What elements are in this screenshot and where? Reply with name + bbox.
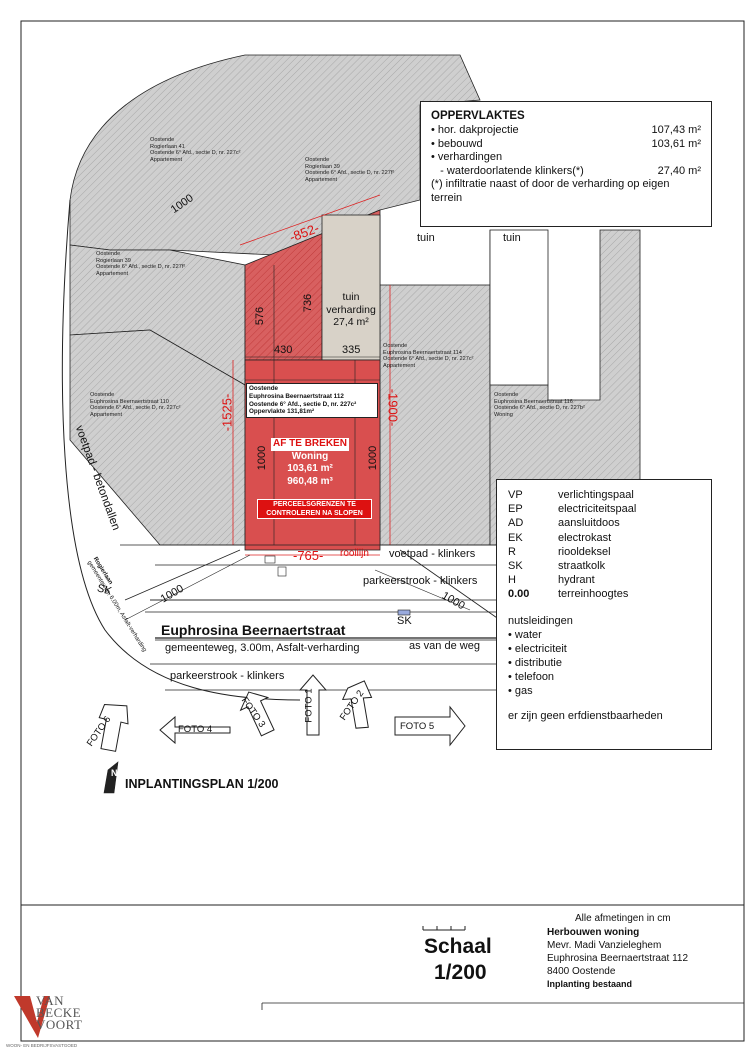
dim-1000-left: 1000 — [256, 445, 269, 471]
utility-item: • telefoon — [508, 670, 555, 683]
sheet-frame — [20, 20, 745, 1042]
demolish-label: AF TE BREKEN Woning 103,61 m² 960,48 m³ — [271, 438, 349, 487]
arrow-foto-5 — [394, 705, 466, 747]
utility-item: • gas — [508, 684, 533, 697]
dim-765: -765- — [293, 548, 324, 563]
foto-4-label: FOTO 4 — [178, 724, 213, 735]
scale-value: 1/200 — [434, 961, 487, 984]
area-row: - waterdoorlatende klinkers(*)27,40 m² — [431, 164, 701, 177]
marker-ek — [277, 566, 287, 577]
parcel-beernaertstraat-114 — [379, 284, 491, 546]
arrow-foto-1 — [298, 674, 328, 736]
dim-430: 430 — [274, 344, 293, 356]
easement-note: er zijn geen erfdienstbaarheden — [508, 709, 663, 722]
arrow-foto-6 — [98, 703, 129, 752]
plan-title: INPLANTINGSPLAN 1/200 — [125, 777, 279, 791]
areas-note: (*) infiltratie naast of door de verhard… — [431, 178, 670, 204]
driveway-label: tuin verharding 27,4 m² — [326, 291, 376, 328]
foto-1-label: FOTO 1 — [303, 688, 315, 723]
driveway-area — [321, 214, 381, 361]
tuin-label-1: tuin — [417, 232, 435, 244]
dim-1000-right: 1000 — [367, 445, 380, 471]
marker-ad — [264, 555, 276, 564]
street-name: Euphrosina Beernaertstraat — [161, 622, 346, 638]
north-label: N — [111, 768, 118, 778]
arrow-foto-2 — [341, 680, 373, 729]
arrow-foto-3 — [239, 691, 275, 737]
rooilijn-label: rooilijn — [340, 548, 369, 559]
scale-label: Schaal — [424, 935, 492, 958]
area-row: • verhardingen — [431, 151, 503, 163]
axis-label: as van de weg — [409, 640, 480, 652]
client-name: Mevr. Madi Vanzieleghem — [547, 940, 662, 951]
utility-item: • electriciteit — [508, 642, 567, 655]
utility-item: • water — [508, 628, 542, 641]
areas-title: OPPERVLAKTES — [431, 110, 525, 122]
voetpad-label: voetpad - klinkers — [389, 548, 476, 560]
road-edge-left — [61, 199, 301, 701]
logo-tagline: WOON- EN BEDRIJFSVASTGOED — [6, 1043, 78, 1048]
parkeer-top-label: parkeerstrook - klinkers — [363, 575, 478, 587]
dim-736: 736 — [302, 293, 315, 313]
tuin-right-1 — [489, 229, 549, 386]
project-address: Euphrosina Beernaertstraat 112 — [547, 953, 689, 964]
dim-576: 576 — [254, 306, 267, 326]
logo-mark — [14, 996, 50, 1038]
utility-item: • distributie — [508, 656, 562, 669]
arrow-foto-4 — [159, 715, 231, 745]
drawing-subject: Inplanting bestaand — [547, 979, 633, 989]
utilities-title: nutsleidingen — [508, 614, 573, 627]
project-title: Herbouwen woning — [547, 927, 640, 938]
marker-sk — [397, 609, 411, 616]
dimension-note: Alle afmetingen in cm — [575, 913, 671, 924]
dim-1900: -1900- — [385, 388, 401, 427]
dim-1525: -1525- — [219, 393, 235, 432]
street-subtitle: gemeenteweg, 3.00m, Asfalt-verharding — [165, 642, 360, 654]
parkeer-bottom-label: parkeerstrook - klinkers — [170, 670, 285, 682]
warning-label: PERCEELSGRENZEN TE CONTROLEREN NA SLOPEN — [257, 499, 372, 519]
tuin-label-2: tuin — [503, 232, 521, 244]
dim-335: 335 — [342, 344, 361, 356]
parcel-rogierlaan-41 — [69, 54, 481, 256]
company-logo: VAN BECKE VOORT — [36, 993, 83, 1032]
north-arrow — [103, 761, 119, 794]
foto-5-label: FOTO 5 — [400, 721, 435, 732]
sk-right-label: SK — [397, 615, 412, 627]
project-city: 8400 Oostende — [547, 966, 616, 977]
